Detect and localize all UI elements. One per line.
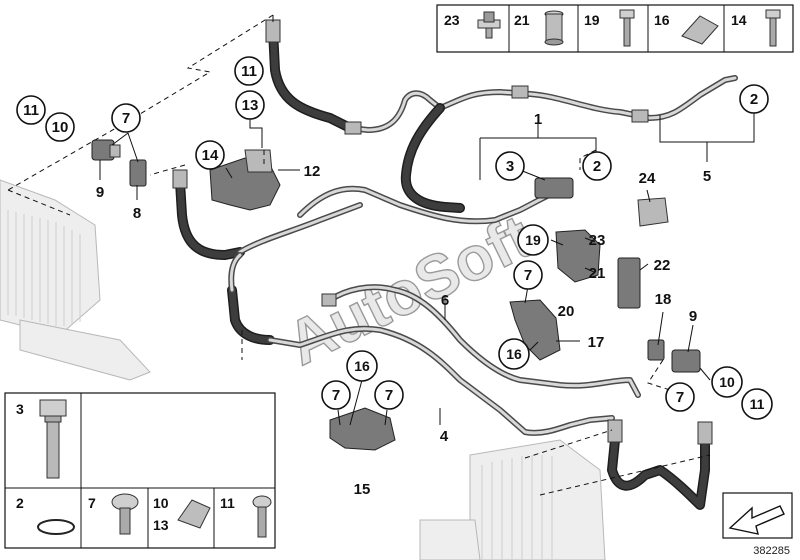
legend-label-19: 19: [584, 12, 600, 28]
svg-text:11: 11: [750, 396, 765, 412]
svg-text:7: 7: [676, 389, 684, 406]
o-ring-2-icon: [37, 519, 75, 535]
callout-3: 3: [495, 151, 525, 181]
bracket-22: [617, 257, 641, 309]
radiator-upper-left: [0, 179, 151, 381]
callout-4: 4: [440, 428, 449, 445]
callout-7-right: 7: [665, 382, 695, 412]
bracket-15: [329, 407, 396, 451]
bracket-8: [129, 159, 147, 187]
hose-top-left: [265, 19, 355, 133]
legend-label-3: 3: [16, 401, 24, 417]
svg-text:16: 16: [354, 358, 370, 374]
callout-17: 17: [588, 334, 605, 351]
callout-16-center: 16: [498, 338, 530, 370]
svg-text:10: 10: [52, 119, 69, 136]
document-number: 382285: [753, 545, 790, 557]
svg-text:2: 2: [593, 158, 601, 175]
hose-middle: [297, 103, 573, 225]
svg-text:11: 11: [23, 102, 39, 119]
svg-text:3: 3: [506, 158, 514, 175]
fastener-legend-top: 23 21 19 16 14: [436, 4, 794, 53]
callout-15: 15: [354, 481, 371, 498]
svg-text:13: 13: [242, 97, 259, 114]
bolt-19-icon: [619, 9, 635, 47]
clip-3: [534, 177, 574, 199]
nut-23-icon: [477, 11, 501, 39]
hose-left-vertical: [172, 169, 363, 260]
bolt-11-icon: [252, 495, 272, 538]
clip-16-icon: [681, 15, 719, 45]
callout-14: 14: [195, 140, 225, 170]
callout-21: 21: [589, 265, 606, 282]
legend-label-13: 13: [153, 517, 169, 533]
callout-10-right: 10: [711, 366, 743, 398]
callout-24: 24: [639, 170, 656, 187]
sleeve-21-icon: [544, 10, 564, 46]
legend-label-7: 7: [88, 495, 96, 511]
callout-9-right: 9: [689, 308, 697, 325]
callout-5: 5: [703, 168, 711, 185]
bracket-24: [637, 197, 669, 227]
callout-23: 23: [589, 232, 606, 249]
bracket-20: [555, 229, 601, 283]
legend-label-16: 16: [654, 12, 670, 28]
hose-bottom-right: [607, 419, 713, 510]
svg-text:7: 7: [332, 387, 340, 404]
svg-text:7: 7: [122, 110, 130, 127]
callout-22: 22: [654, 257, 671, 274]
svg-text:11: 11: [241, 63, 257, 80]
clip-10-upper: [91, 139, 121, 161]
legend-label-10: 10: [153, 495, 169, 511]
clip-9-right: [671, 349, 701, 373]
legend-label-11: 11: [220, 495, 235, 511]
callout-2-mid: 2: [582, 151, 612, 181]
callout-13: 13: [235, 90, 265, 120]
callout-16-lower: 16: [346, 350, 378, 382]
clip-10-icon: [177, 499, 211, 529]
callout-6: 6: [441, 292, 449, 309]
callout-7-center: 7: [513, 260, 543, 290]
callout-2-right: 2: [739, 84, 769, 114]
svg-text:7: 7: [524, 267, 532, 284]
screw-7-icon: [111, 493, 139, 535]
legend-label-14: 14: [731, 12, 747, 28]
svg-text:14: 14: [202, 147, 219, 164]
line-top-return: [344, 75, 738, 135]
callout-7-lower-left: 7: [321, 380, 351, 410]
legend-label-21: 21: [514, 12, 530, 28]
clip-18: [647, 339, 665, 361]
callout-7-left: 7: [111, 103, 141, 133]
callout-9-left: 9: [96, 184, 104, 201]
legend-label-2: 2: [16, 495, 24, 511]
callout-12: 12: [304, 163, 321, 180]
fastener-legend-bottom: 3 2 7 10 13 11: [4, 392, 276, 549]
callout-7-lower-right: 7: [374, 380, 404, 410]
leader-lines: [7, 14, 755, 496]
callout-20: 20: [558, 303, 575, 320]
svg-text:10: 10: [719, 374, 735, 390]
line-lower-left: [227, 252, 615, 436]
bolt-3-icon: [39, 399, 67, 479]
svg-text:19: 19: [525, 232, 541, 248]
radiator-bottom: [419, 439, 606, 560]
next-page-arrow-icon[interactable]: [722, 492, 793, 539]
svg-text:16: 16: [506, 346, 522, 362]
bracket-17: [509, 299, 561, 361]
line-6: [321, 284, 641, 398]
callout-19: 19: [517, 224, 549, 256]
bolt-14-icon: [765, 9, 781, 47]
callout-18: 18: [655, 291, 672, 308]
svg-text:2: 2: [750, 91, 758, 108]
callout-11-right: 11: [741, 388, 773, 420]
callout-1: 1: [534, 111, 542, 128]
svg-text:7: 7: [385, 387, 393, 404]
callout-8: 8: [133, 205, 141, 222]
legend-label-23: 23: [444, 12, 460, 28]
callout-10-left: 10: [45, 112, 75, 142]
callout-11-top: 11: [234, 56, 264, 86]
callout-11-left: 11: [16, 95, 46, 125]
